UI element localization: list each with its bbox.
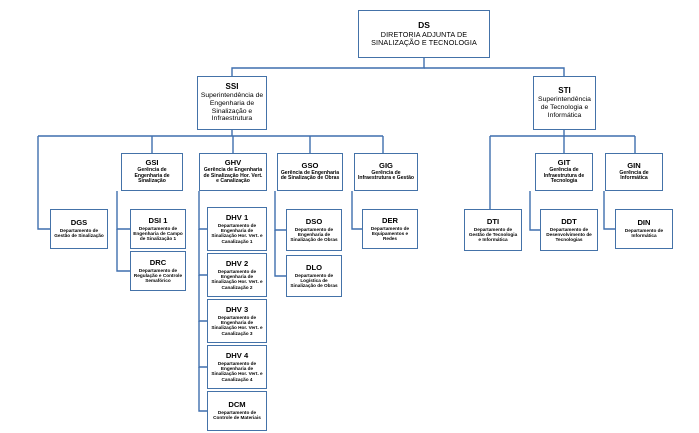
node-description: Gerência de Infraestrutura de Tecnologia [543,166,585,185]
node-code: GSO [301,160,319,170]
connector-line [274,230,286,277]
node-description: DIRETORIA ADJUNTA DE SINALIZAÇÃO E TECNO… [371,29,477,47]
node-code: GIT [557,157,571,167]
node-code: GIG [379,160,393,170]
node-description: Gerência de Engenharia de Sinalização [134,166,170,185]
connector-line [198,321,207,368]
connector-line [198,191,207,230]
node-description: Departamento de Equipamentos e Redes [370,225,410,242]
connector-line [603,191,615,230]
node-code: GIN [627,160,641,170]
node-code: DTI [486,216,500,226]
node-description: Departamento de Desenvolvimento de Tecno… [546,226,592,243]
node-code: DHV 3 [225,304,249,314]
node-description: Departamento de Engenharia de Sinalizaçã… [211,268,263,290]
node-code: DHV 1 [225,212,249,222]
connector-line [231,58,425,76]
node-description: Departamento de Informática [624,228,664,239]
node-code: DSI 1 [148,215,168,225]
connector-line [198,275,207,322]
connector-line [424,67,565,76]
node-description: Departamento de Gestão de Sinalização [54,228,104,239]
connector-line [198,229,207,276]
connector-line [37,136,50,230]
node-code: DIN [637,218,651,228]
node-description: Departamento de Engenharia de Sinalizaçã… [211,314,263,336]
connector-line [274,191,286,231]
node-code: GSI [145,157,159,167]
node-description: Departamento de Logística de Sinalização… [290,272,338,289]
node-code: GHV [224,157,242,167]
node-code: DS [418,19,430,30]
connector-line [198,367,207,412]
node-code: DGS [70,218,88,228]
connector-line [351,191,362,230]
node-code: STI [558,85,571,95]
node-description: Superintendência de Tecnologia e Informá… [538,96,591,119]
connector-line [116,191,130,230]
node-code: DLO [305,262,323,272]
node-description: Gerência de Engenharia de Sinalização Ho… [203,166,263,185]
node-description: Departamento de Engenharia de Campo de S… [133,225,183,242]
node-code: DRC [149,257,167,267]
node-code: DHV 4 [225,350,249,360]
node-code: DHV 2 [225,258,249,268]
connector-line [529,191,540,231]
node-description: Superintendência de Engenharia de Sinali… [200,92,264,123]
node-description: Departamento de Engenharia de Sinalizaçã… [211,222,263,244]
node-code: SSI [225,82,239,92]
node-code: DSO [305,216,323,226]
connector-line [116,229,130,272]
node-code: DDT [561,216,577,226]
node-code: DER [381,215,399,225]
node-description: Departamento de Engenharia de Sinalizaçã… [290,226,338,243]
node-description: Departamento de Engenharia de Sinalizaçã… [211,360,263,382]
node-description: Departamento de Controle de Materiais [213,410,261,421]
node-description: Gerência de Infraestrutura e Gestão [357,169,415,182]
node-description: Departamento de Regulação e Controle Sem… [133,267,183,284]
node-description: Departamento de Gestão de Tecnologia e I… [468,226,518,243]
node-description: Gerência de Informática [619,169,649,182]
node-description: Gerência de Engenharia de Sinalização de… [280,169,340,182]
node-code: DCM [228,400,246,410]
